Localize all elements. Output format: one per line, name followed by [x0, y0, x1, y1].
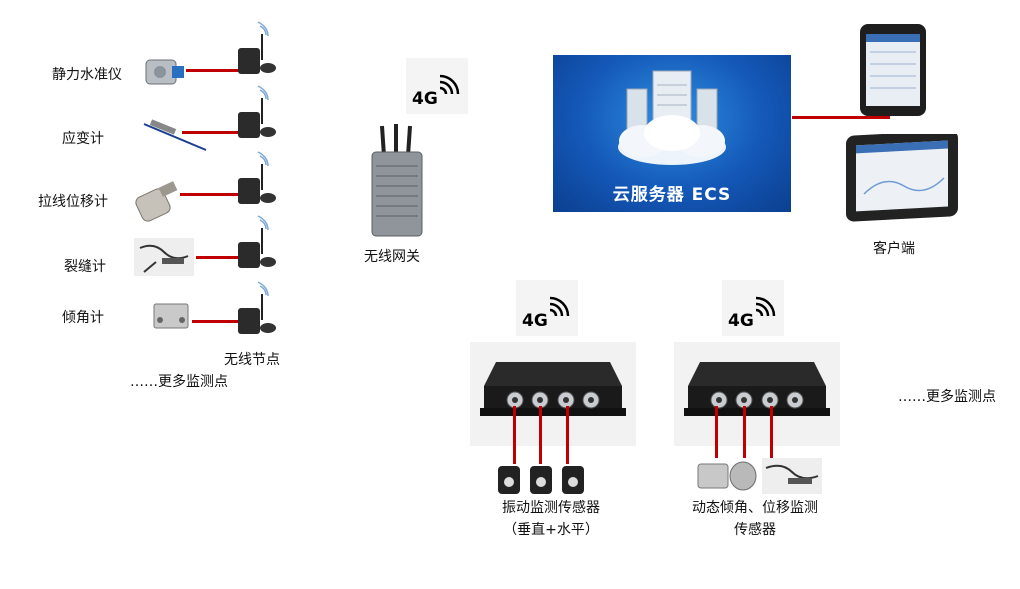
- server-label: 云服务器 ECS: [612, 185, 732, 205]
- cloud-server-panel: 云服务器 ECS: [553, 55, 791, 212]
- more-points-right: ……更多监测点: [898, 389, 996, 405]
- signal-4g-icon: 4G: [728, 296, 776, 331]
- connection-line: [566, 406, 569, 464]
- connection-line: [192, 320, 240, 323]
- wireless-node-icon: [238, 215, 276, 268]
- wireless-node-icon: [238, 85, 276, 138]
- sensor-label-static-level: 静力水准仪: [52, 67, 122, 83]
- connection-line: [770, 406, 773, 458]
- client-label: 客户端: [873, 241, 915, 257]
- wireless-node-icon: [238, 151, 276, 204]
- wireless-node-label: 无线节点: [224, 352, 280, 368]
- collector-inclination-label-line1: 动态倾角、位移监测: [692, 500, 818, 516]
- connection-line: [180, 193, 240, 196]
- connection-line: [539, 406, 542, 464]
- sensor-label-strain: 应变计: [62, 131, 104, 147]
- sensor-label-wire-displacement: 拉线位移计: [38, 194, 108, 210]
- inclinometer-icon: [153, 303, 189, 329]
- wire-displacement-sensor-icon: [135, 181, 178, 222]
- connection-line: [186, 69, 240, 72]
- signal-4g-icon: 4G: [412, 74, 460, 109]
- signal-4g-icon: 4G: [522, 296, 570, 331]
- signal-4g-badge: 4G: [406, 58, 468, 114]
- sensor-label-inclinometer: 倾角计: [62, 310, 104, 326]
- inclination-displacement-sensor-icon: [697, 458, 822, 494]
- svg-text:4G: 4G: [728, 311, 754, 331]
- connection-line: [196, 256, 240, 259]
- gateway-device-icon: [371, 124, 423, 237]
- static-level-sensor-icon: [145, 59, 184, 85]
- collector-vibration-label-line1: 振动监测传感器: [502, 500, 600, 516]
- crack-meter-icon: [134, 238, 194, 276]
- collector-inclination-label-line2: 传感器: [734, 522, 776, 538]
- server-client-connection: [792, 116, 890, 119]
- tablet-device-icon: [846, 134, 958, 222]
- more-points-left: ……更多监测点: [130, 374, 228, 390]
- server-cloud-icon: [618, 70, 726, 165]
- connection-line: [513, 406, 516, 464]
- phone-device-icon: [860, 24, 926, 116]
- collector-vibration-label-line2: （垂直+水平）: [503, 522, 599, 538]
- sensor-label-crack: 裂缝计: [64, 259, 106, 275]
- strain-gauge-icon: [143, 119, 207, 151]
- connection-line: [743, 406, 746, 458]
- svg-text:4G: 4G: [412, 89, 438, 109]
- data-collector-device-icon: [470, 342, 636, 446]
- svg-text:4G: 4G: [522, 311, 548, 331]
- data-collector-device-icon: [674, 342, 840, 446]
- signal-4g-badge: 4G: [516, 280, 578, 336]
- wireless-node-icon: [238, 21, 276, 74]
- vibration-sensor-icon: [498, 466, 584, 494]
- wireless-node-icon: [238, 281, 276, 334]
- signal-4g-badge: 4G: [722, 280, 784, 336]
- connection-line: [715, 406, 718, 458]
- connection-line: [182, 131, 240, 134]
- gateway-label: 无线网关: [364, 249, 420, 265]
